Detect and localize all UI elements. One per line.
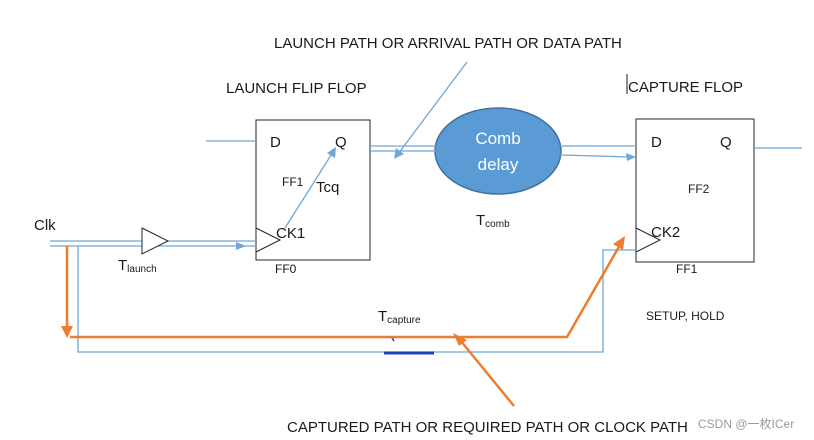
ff1-name: FF1 xyxy=(282,175,304,189)
tcapture-label: Tcapture xyxy=(378,308,421,326)
ck1-pin: CK1 xyxy=(276,225,305,242)
launch-buffer xyxy=(141,227,170,255)
ff2-q-pin: Q xyxy=(720,134,732,151)
ck2-pin: CK2 xyxy=(651,224,680,241)
captured-path-title: CAPTURED PATH OR REQUIRED PATH OR CLOCK … xyxy=(287,419,688,436)
launch-flip-flop xyxy=(255,119,371,261)
ff2-name: FF2 xyxy=(688,182,710,196)
clk-label: Clk xyxy=(34,217,56,234)
launch-flip-flop-title: LAUNCH FLIP FLOP xyxy=(226,80,367,97)
comb-to-d-arrowhead xyxy=(626,153,636,161)
captured-path-pointer-head xyxy=(453,333,467,346)
orange-capture-head xyxy=(613,236,625,250)
watermark: CSDN @一枚ICer xyxy=(698,416,794,431)
ff1-label: FF1 xyxy=(676,262,698,276)
ff0-label: FF0 xyxy=(275,262,297,276)
launch-path-title: LAUNCH PATH OR ARRIVAL PATH OR DATA PATH xyxy=(274,35,622,52)
comb-label: Comb xyxy=(475,129,520,148)
comb-to-d-arrow xyxy=(559,154,633,158)
tcq-arrow xyxy=(284,151,334,229)
launch-path-pointer-head xyxy=(394,148,404,159)
capture-delay-tick xyxy=(391,337,395,342)
ff1-clock-triangle xyxy=(255,227,282,253)
orange-capture-path xyxy=(70,244,622,339)
capture-clock-wire xyxy=(77,246,636,353)
ff1-q-pin: Q xyxy=(335,134,347,151)
ff1-d-pin: D xyxy=(270,134,281,151)
tcomb-label: Tcomb xyxy=(476,212,510,230)
delay-label: delay xyxy=(478,155,519,174)
captured-path-pointer xyxy=(459,339,515,407)
capture-flop-title: CAPTURE FLOP xyxy=(628,79,743,96)
launch-path-pointer xyxy=(397,61,468,155)
tcq-arrowhead xyxy=(327,147,336,158)
tlaunch-label: Tlaunch xyxy=(118,257,157,275)
setup-hold-label: SETUP, HOLD xyxy=(646,309,725,323)
comb-delay-ellipse xyxy=(434,107,562,195)
ff2-clock-triangle xyxy=(635,227,662,253)
clk-arrowhead xyxy=(236,242,246,250)
tcq-label: Tcq xyxy=(316,179,339,196)
orange-clock-drop-head xyxy=(61,326,73,338)
ff2-d-pin: D xyxy=(651,134,662,151)
